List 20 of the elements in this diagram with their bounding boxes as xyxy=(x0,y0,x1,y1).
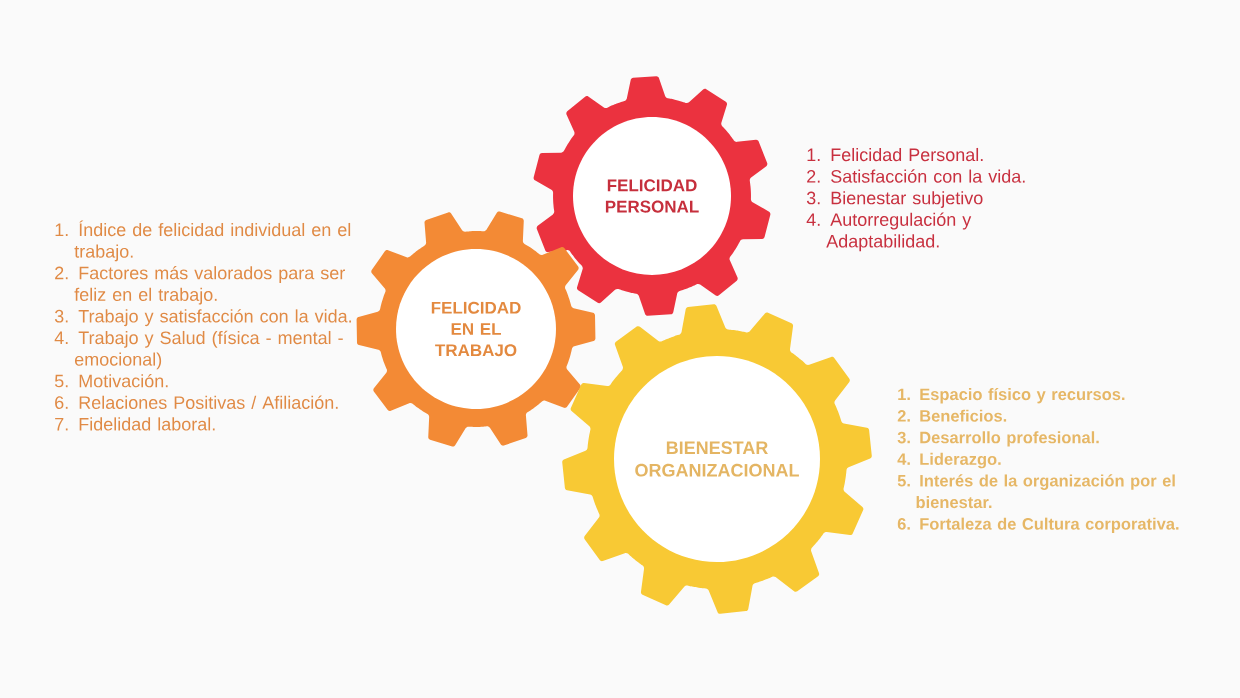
list-item: 4. Autorregulación y Adaptabilidad. xyxy=(806,212,972,252)
list-item: 2. Factores más valorados para ser feliz en el trabajo. xyxy=(55,265,345,305)
list-item: 5. Motivación. xyxy=(54,373,168,388)
gear: FELICIDAD EN EL TRABAJO xyxy=(356,211,596,447)
list-item: 2. Beneficios. xyxy=(897,409,1007,422)
list-item: 5. Interés de la organización por el bienestar. xyxy=(897,474,1175,509)
gear: FELICIDAD PERSONAL xyxy=(533,76,771,316)
list-item: 3. Bienestar subjetivo xyxy=(806,191,983,208)
list-item: 2. Satisfacción con la vida. xyxy=(807,169,1025,183)
list-item: 4. Liderazgo. xyxy=(897,452,1001,469)
list-item: 7. Fidelidad laboral. xyxy=(55,417,215,431)
list-item: 6. Relaciones Positivas / Afiliación. xyxy=(55,395,338,409)
list-item: 6. Fortaleza de Cultura corporativa. xyxy=(897,517,1179,533)
list-item: 3. Desarrollo profesional. xyxy=(897,431,1099,447)
list-item: 1. Índice de felicidad individual en el trabajo. xyxy=(55,220,351,262)
gear: BIENESTAR ORGANIZACIONAL xyxy=(562,304,872,614)
list-item: 1. Espacio físico y recursos. xyxy=(898,387,1125,404)
list-item: 3. Trabajo y satisfacción con la vida. xyxy=(54,309,351,327)
list-item: 4. Trabajo y Salud (física - mental - emocional) xyxy=(54,330,343,370)
list-item: 1. Felicidad Personal. xyxy=(807,147,983,162)
